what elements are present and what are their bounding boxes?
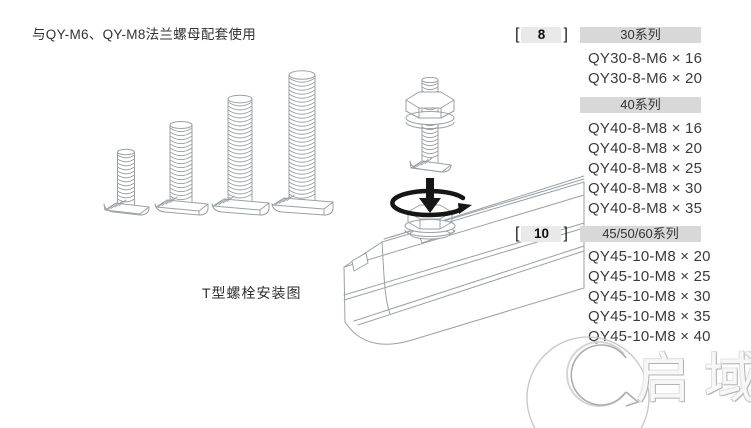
flange-nut-drawing <box>405 91 455 129</box>
product-catalog: [ 8 ] 30系列 QY30-8-M6 × 16 QY30-8-M6 × 20… <box>515 26 751 347</box>
series-header: 40系列 <box>580 97 701 113</box>
model-number: QY45-10-M8 × 35 <box>588 308 711 325</box>
series-head-row: [ 10 ] 45/50/60系列 <box>515 225 751 243</box>
model-number: QY40-8-M8 × 25 <box>588 160 703 177</box>
model-number: QY45-10-M8 × 20 <box>588 248 711 265</box>
bracket-open: [ <box>515 225 520 242</box>
series-header: 30系列 <box>580 27 701 43</box>
slot-width-badge-10: [ 10 ] <box>515 226 575 242</box>
model-list: QY30-8-M6 × 16 QY30-8-M6 × 20 <box>588 49 751 89</box>
diagram-caption: T型螺栓安装图 <box>202 285 302 301</box>
model-number: QY45-10-M8 × 40 <box>588 328 711 345</box>
usage-note: 与QY-M6、QY-M8法兰螺母配套使用 <box>32 27 257 42</box>
model-number: QY40-8-M8 × 35 <box>588 200 703 217</box>
profile-beam-drawing <box>343 175 585 345</box>
bracket-close: ] <box>563 225 568 242</box>
model-number: QY40-8-M8 × 20 <box>588 140 703 157</box>
series-head-row: [ ] 40系列 <box>515 96 751 114</box>
model-number: QY30-8-M6 × 16 <box>588 50 703 67</box>
model-number: QY30-8-M6 × 20 <box>588 70 703 87</box>
series-header: 45/50/60系列 <box>580 226 701 242</box>
assembly-diagram <box>343 76 585 345</box>
slot-width-badge-8: [ 8 ] <box>515 27 575 43</box>
bracket-close: ] <box>563 26 568 43</box>
watermark-brand-text: 启域 <box>636 349 751 409</box>
slot-number: 10 <box>521 226 562 242</box>
series-head-row: [ 8 ] 30系列 <box>515 26 751 44</box>
insert-arrow-icon <box>419 178 441 213</box>
model-list: QY45-10-M8 × 20 QY45-10-M8 × 25 QY45-10-… <box>588 247 751 347</box>
tbolt-sizes-drawing <box>103 70 334 216</box>
rotate-arrow-icon <box>390 188 472 218</box>
model-number: QY45-10-M8 × 30 <box>588 288 711 305</box>
model-number: QY40-8-M8 × 30 <box>588 180 703 197</box>
model-number: QY45-10-M8 × 25 <box>588 268 711 285</box>
model-list: QY40-8-M8 × 16 QY40-8-M8 × 20 QY40-8-M8 … <box>588 119 751 219</box>
slot-number: 8 <box>521 27 562 43</box>
q-logo-watermark-icon <box>526 336 650 428</box>
bracket-open: [ <box>515 26 520 43</box>
model-number: QY40-8-M8 × 16 <box>588 120 703 137</box>
